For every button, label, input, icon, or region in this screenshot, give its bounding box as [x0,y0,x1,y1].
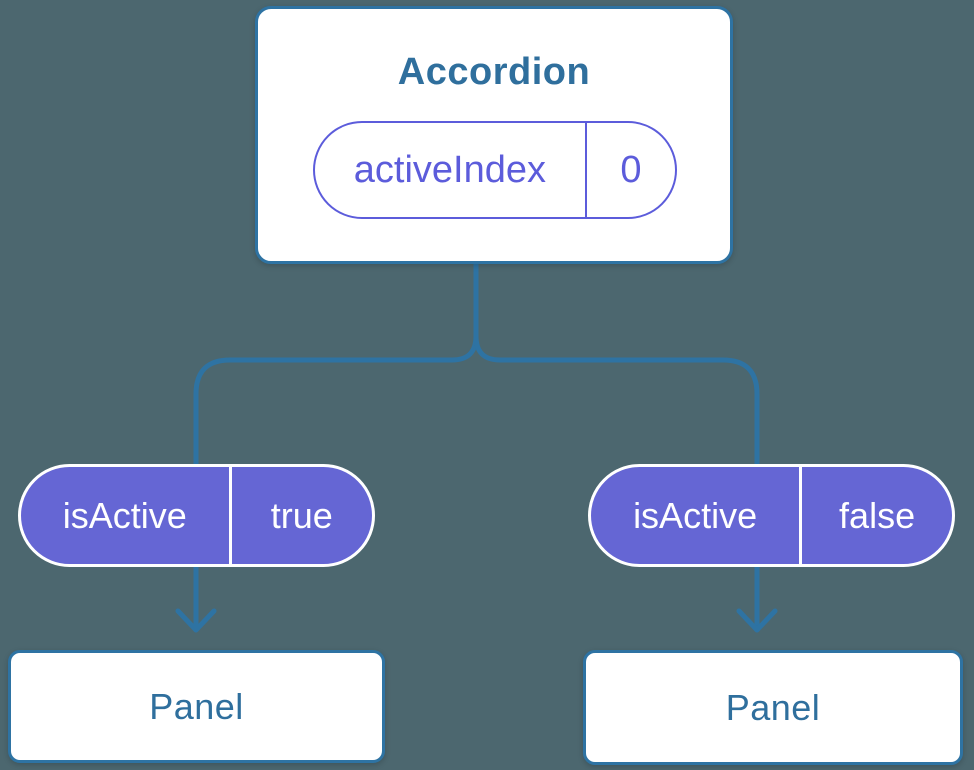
prop-value-right: false [839,494,916,536]
panel-box-right: Panel [583,650,963,765]
state-pill: activeIndex 0 [313,121,677,219]
branch-line-right [473,259,760,631]
prop-name-right: isActive [591,467,803,564]
accordion-component-box: Accordion activeIndex 0 [255,6,733,264]
prop-name-left: isActive [21,467,232,564]
prop-value-left: true [270,494,333,536]
state-value: 0 [620,148,642,191]
state-name: activeIndex [315,123,587,217]
prop-pill-left: isActive true [18,464,375,567]
branch-line-left [193,259,479,631]
prop-pill-right: isActive false [588,464,955,567]
arrowhead-down-icon-left [175,608,217,633]
panel-label-left: Panel [149,685,244,727]
accordion-title: Accordion [397,51,591,93]
arrowhead-down-icon-right [736,608,778,633]
panel-label-right: Panel [725,686,821,728]
panel-box-left: Panel [8,650,385,763]
